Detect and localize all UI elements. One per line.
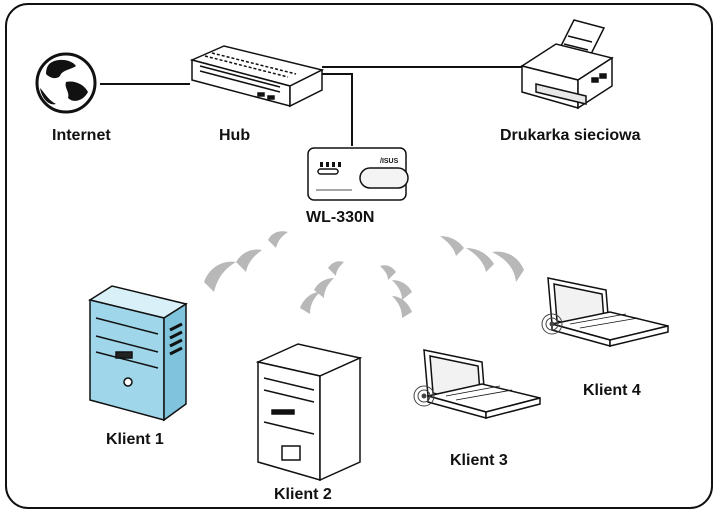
client1-label: Klient 1 [106, 431, 164, 448]
wireless-waves [204, 231, 524, 318]
printer-icon [520, 19, 614, 110]
client4-laptop-icon [541, 277, 669, 347]
client1-desktop-icon [88, 285, 188, 422]
hub-label: Hub [219, 127, 251, 144]
internet-label: Internet [52, 127, 111, 144]
connection-lines [100, 66, 540, 146]
link-hub-router [322, 73, 353, 146]
client2-label: Klient 2 [274, 486, 332, 503]
router-label: WL-330N [306, 209, 375, 226]
client2-desktop-icon [255, 343, 363, 482]
network-printer-label: Drukarka sieciowa [500, 127, 641, 144]
router-icon: /ISUS [307, 147, 409, 201]
hub-icon [189, 45, 325, 108]
globe-icon [35, 52, 97, 114]
client4-label: Klient 4 [583, 382, 641, 399]
client3-laptop-icon [413, 349, 541, 419]
router-brand-text: /ISUS [380, 158, 399, 165]
client3-label: Klient 3 [450, 452, 508, 469]
